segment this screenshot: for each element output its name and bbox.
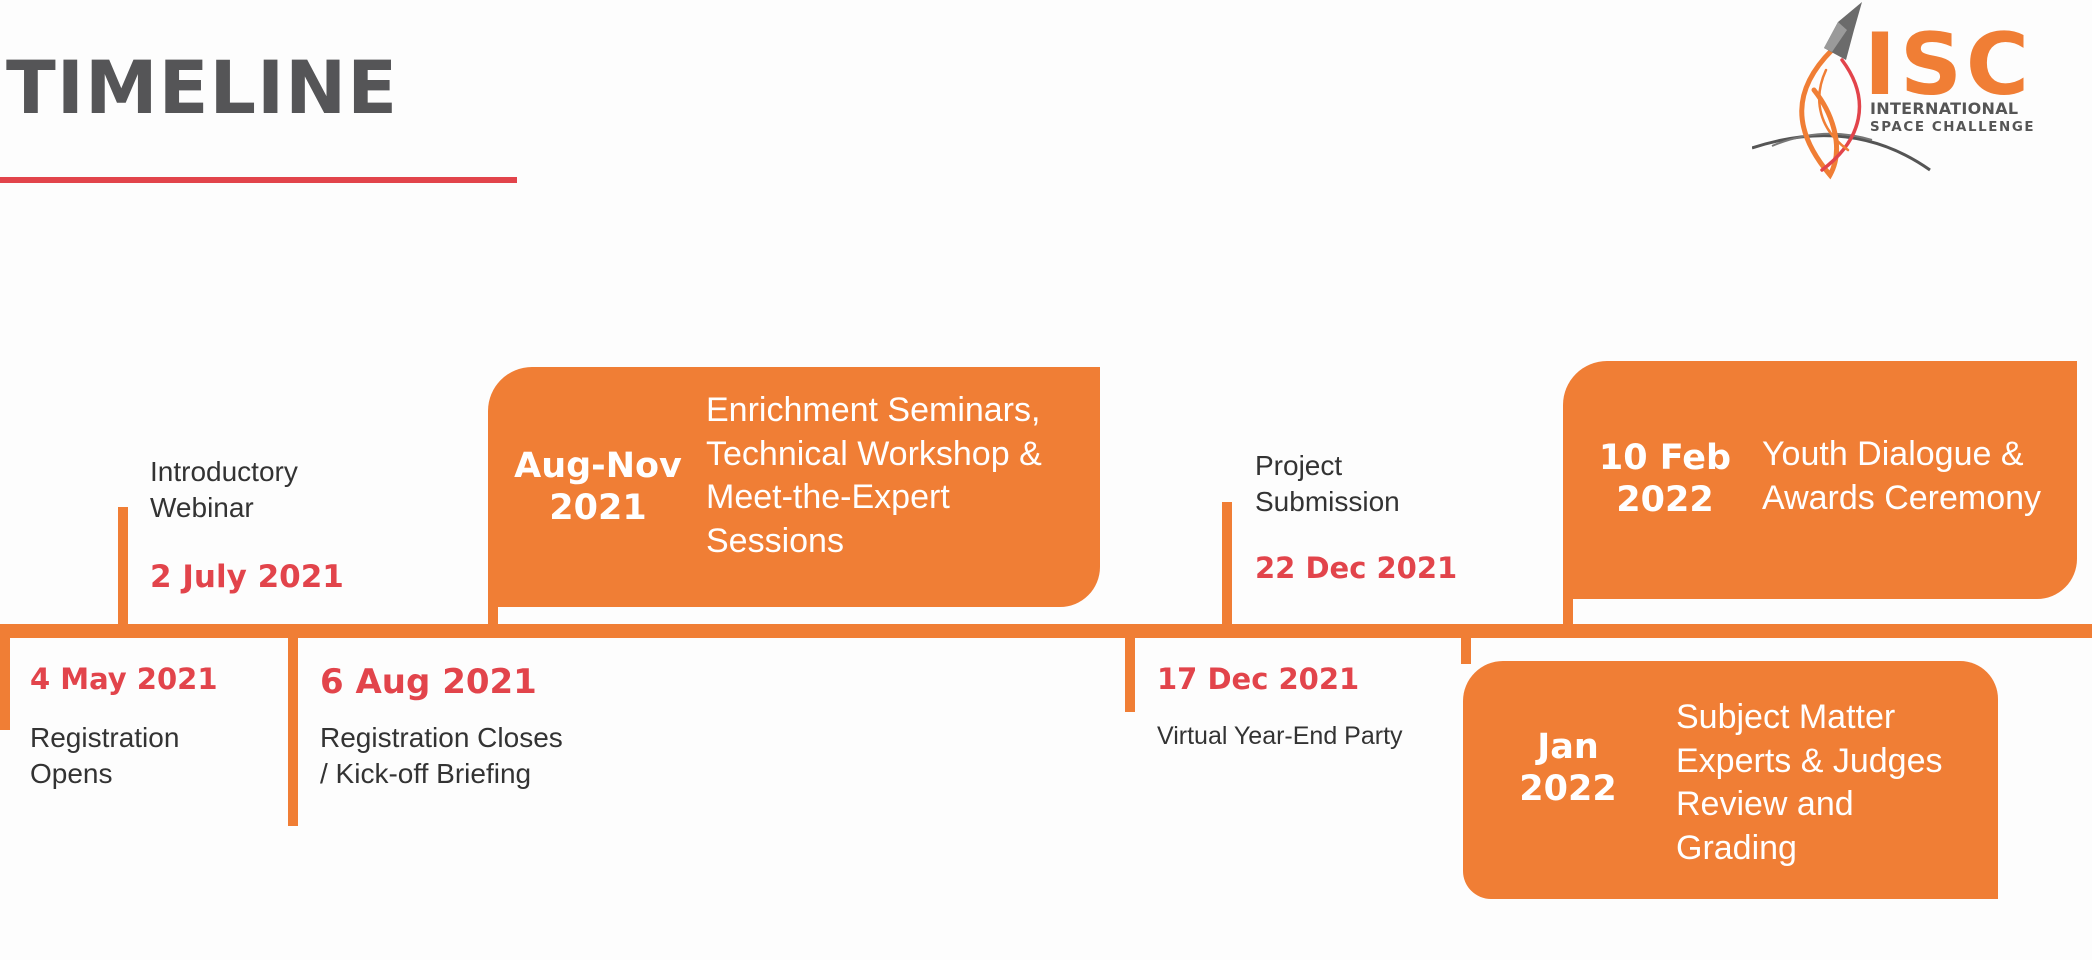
timeline-tick — [118, 507, 128, 627]
milestone-date: 17 Dec 2021 — [1157, 662, 1360, 696]
rocket-swirl-icon — [1752, 2, 1931, 180]
milestone-box: Jan 2022 Subject Matter Experts & Judges… — [1463, 661, 1998, 899]
isc-logo: ISC INTERNATIONAL SPACE CHALLENGE — [1752, 0, 2042, 185]
milestone-label: Virtual Year-End Party — [1157, 722, 1403, 750]
milestone-box-date: Jan 2022 — [1519, 727, 1617, 809]
timeline-tick — [1222, 502, 1232, 627]
milestone-label: Registration Closes / Kick-off Briefing — [320, 722, 563, 790]
milestone-label: Project Submission — [1255, 450, 1400, 518]
milestone-label: Introductory Webinar — [150, 456, 298, 524]
timeline-tick — [488, 560, 498, 627]
milestone-box-label: Subject Matter Experts & Judges Review a… — [1676, 698, 1943, 867]
milestone-box: Aug-Nov 2021 Enrichment Seminars, Techni… — [488, 367, 1100, 607]
milestone-box-date: Aug-Nov 2021 — [514, 446, 682, 528]
milestone-box-label: Enrichment Seminars, Technical Workshop … — [706, 391, 1042, 560]
logo-wordmark: ISC — [1864, 15, 2034, 115]
milestone-box: 10 Feb 2022 Youth Dialogue & Awards Cere… — [1563, 361, 2077, 599]
milestone-date: 4 May 2021 — [30, 662, 218, 696]
timeline-tick — [1563, 560, 1573, 627]
milestone-date: 2 July 2021 — [150, 559, 344, 595]
milestone-box-label: Youth Dialogue & Awards Ceremony — [1762, 435, 2042, 517]
page-title: TIMELINE — [6, 46, 399, 131]
logo-tagline-line2: SPACE CHALLENGE — [1870, 120, 2036, 135]
timeline-tick — [1461, 632, 1471, 664]
milestone-date: 22 Dec 2021 — [1255, 551, 1458, 585]
timeline-tick — [1125, 632, 1135, 712]
timeline-tick — [288, 632, 298, 826]
timeline-tick — [0, 632, 10, 730]
milestone-date: 6 Aug 2021 — [320, 662, 537, 702]
title-underline — [0, 177, 517, 183]
logo-tagline-line1: INTERNATIONAL — [1870, 99, 2019, 118]
milestone-box-date: 10 Feb 2022 — [1598, 438, 1732, 520]
milestone-label: Registration Opens — [30, 722, 180, 790]
timeline-axis — [0, 624, 2092, 638]
